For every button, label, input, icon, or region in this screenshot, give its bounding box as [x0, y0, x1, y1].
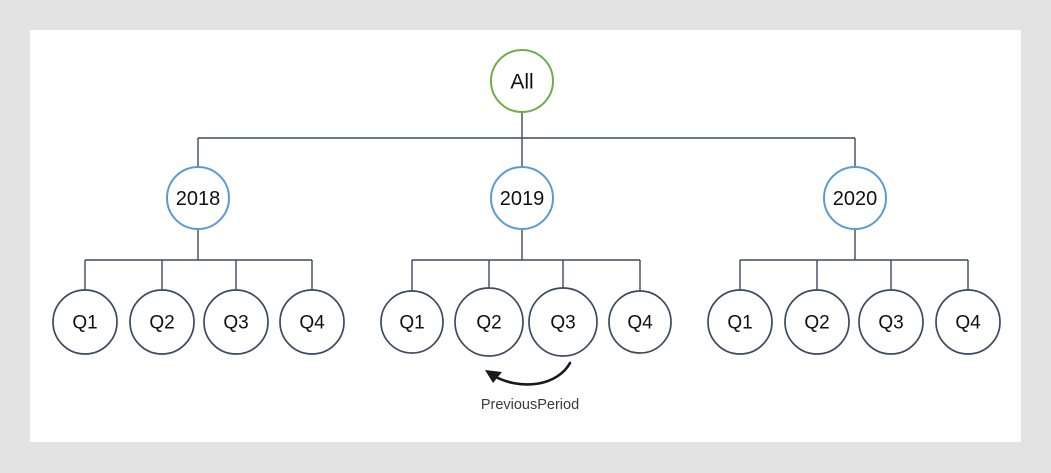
diagram-canvas: All 2018 2019 2020 Q1 Q2 — [30, 30, 1021, 442]
node-2018-q1-label: Q1 — [72, 313, 97, 334]
connectors-2019-to-quarters — [411, 229, 641, 291]
node-2020-q3-label: Q3 — [878, 313, 903, 334]
node-2019-q4-label: Q4 — [627, 313, 653, 334]
node-2018-q3-label: Q3 — [223, 313, 248, 334]
node-2020-q1[interactable]: Q1 — [707, 289, 773, 355]
node-2019-q3-circle[interactable] — [528, 287, 598, 357]
node-2018-q4-circle[interactable] — [279, 289, 345, 355]
previous-period-label: PreviousPeriod — [481, 397, 579, 413]
node-2020-q3[interactable]: Q3 — [858, 289, 924, 355]
node-2018-circle[interactable] — [166, 166, 230, 230]
node-2020-q2-circle[interactable] — [784, 289, 850, 355]
node-2019-q1-label: Q1 — [399, 313, 424, 334]
node-2019-q2-label: Q2 — [476, 313, 501, 334]
node-2018-label: 2018 — [176, 188, 221, 210]
node-2018-q1-circle[interactable] — [52, 289, 118, 355]
node-2019-label: 2019 — [500, 188, 545, 210]
node-2020-q4-label: Q4 — [955, 313, 981, 334]
node-2020-q2-label: Q2 — [804, 313, 829, 334]
node-2019-q1[interactable]: Q1 — [380, 290, 444, 354]
node-2020-label: 2020 — [833, 188, 878, 210]
previous-period-arrow-curve — [490, 361, 572, 386]
node-2019-q2-circle[interactable] — [454, 287, 524, 357]
previous-period-annotation: PreviousPeriod — [481, 361, 579, 413]
node-2020-q2[interactable]: Q2 — [784, 289, 850, 355]
node-2019-q3-label: Q3 — [550, 313, 575, 334]
node-2019-q4[interactable]: Q4 — [608, 290, 672, 354]
node-2018-q4-label: Q4 — [299, 313, 325, 334]
node-2020-q1-label: Q1 — [727, 313, 752, 334]
node-2018-q3-circle[interactable] — [203, 289, 269, 355]
node-2018-q2[interactable]: Q2 — [129, 289, 195, 355]
node-2020-q1-circle[interactable] — [707, 289, 773, 355]
node-2018[interactable]: 2018 — [166, 166, 230, 230]
node-all[interactable]: All — [490, 49, 554, 113]
node-2018-q1[interactable]: Q1 — [52, 289, 118, 355]
node-2020-q4[interactable]: Q4 — [935, 289, 1001, 355]
node-2020-q3-circle[interactable] — [858, 289, 924, 355]
node-2018-q3[interactable]: Q3 — [203, 289, 269, 355]
connectors-2020-to-quarters — [739, 229, 969, 290]
node-2020-q4-circle[interactable] — [935, 289, 1001, 355]
node-2020-circle[interactable] — [823, 166, 887, 230]
node-all-circle[interactable] — [490, 49, 554, 113]
node-2019-q4-circle[interactable] — [608, 290, 672, 354]
node-2019-q3[interactable]: Q3 — [528, 287, 598, 357]
node-2018-q2-label: Q2 — [149, 313, 174, 334]
node-2018-q4[interactable]: Q4 — [279, 289, 345, 355]
hierarchy-diagram: All 2018 2019 2020 Q1 Q2 — [52, 49, 1001, 413]
node-2018-q2-circle[interactable] — [129, 289, 195, 355]
node-2020[interactable]: 2020 — [823, 166, 887, 230]
node-2019-q1-circle[interactable] — [380, 290, 444, 354]
connectors-root-to-years — [197, 112, 856, 167]
node-2019-circle[interactable] — [490, 166, 554, 230]
node-2019[interactable]: 2019 — [490, 166, 554, 230]
node-2019-q2[interactable]: Q2 — [454, 287, 524, 357]
previous-period-arrow-head — [485, 370, 502, 383]
node-all-label: All — [510, 71, 533, 94]
connectors-2018-to-quarters — [84, 229, 313, 290]
